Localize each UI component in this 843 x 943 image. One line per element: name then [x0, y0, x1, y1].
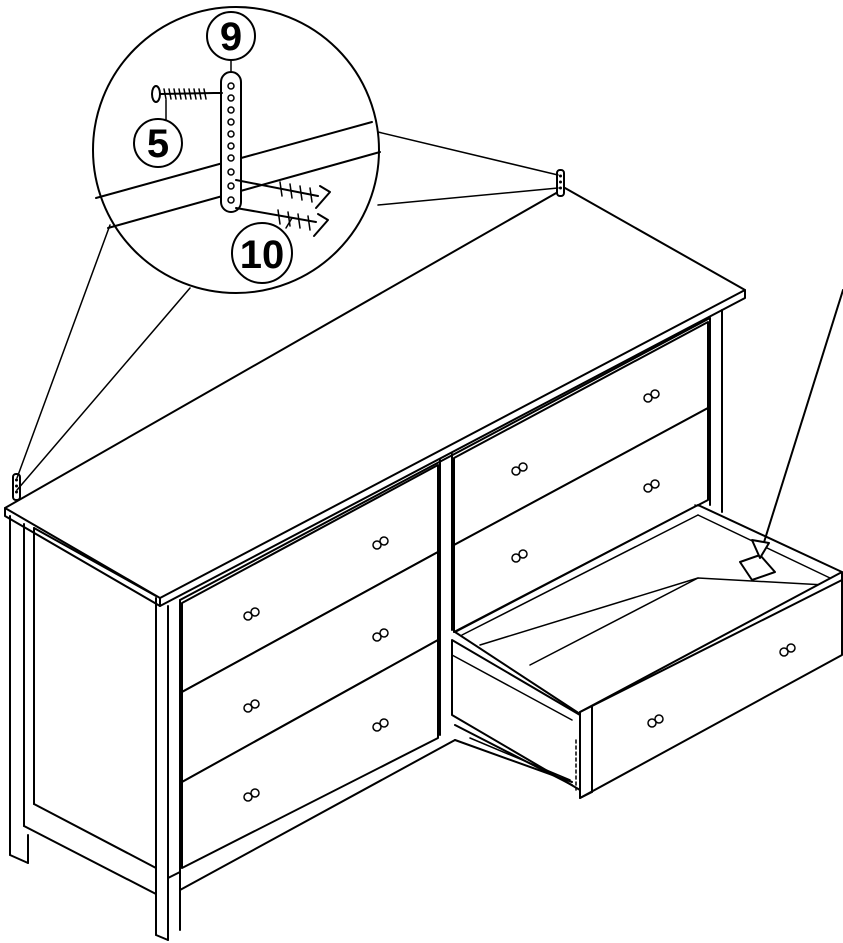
knob-icon — [243, 788, 260, 802]
anti-tip-strap-zoomed — [220, 71, 242, 213]
wall-anchor-icon — [235, 179, 331, 209]
front-frame — [167, 309, 723, 891]
callout-9-label: 9 — [220, 15, 242, 59]
knob-icon — [372, 628, 389, 642]
callout-5-label: 5 — [147, 122, 169, 166]
label-leader-line — [759, 289, 843, 556]
knob-icon — [779, 643, 796, 657]
knob-icon — [647, 714, 664, 728]
drawer-right-3-open — [451, 504, 843, 799]
knob-icon — [243, 699, 260, 713]
knob-icon — [643, 389, 660, 403]
wall-anchor-icon — [235, 207, 329, 237]
drawer-right-2 — [453, 407, 709, 633]
anti-tip-strap-icon — [556, 169, 565, 197]
screw-icon — [151, 85, 223, 103]
knob-icon — [372, 718, 389, 732]
drawer-label-icon — [739, 554, 776, 581]
front-left-leg — [155, 597, 181, 941]
knob-icon — [511, 549, 528, 563]
knob-icon — [643, 479, 660, 493]
detail-zoom — [16, 6, 559, 491]
left-side-panel — [9, 515, 157, 895]
callout-5: 5 — [133, 118, 183, 168]
callout-9: 9 — [206, 11, 256, 61]
callout-10-label: 10 — [240, 233, 285, 277]
knob-icon — [511, 462, 528, 476]
knob-icon — [372, 536, 389, 550]
knob-icon — [243, 607, 260, 621]
callout-10: 10 — [231, 222, 293, 284]
drawer-left-3 — [181, 639, 439, 869]
knobs — [243, 389, 796, 802]
dresser — [4, 169, 843, 941]
